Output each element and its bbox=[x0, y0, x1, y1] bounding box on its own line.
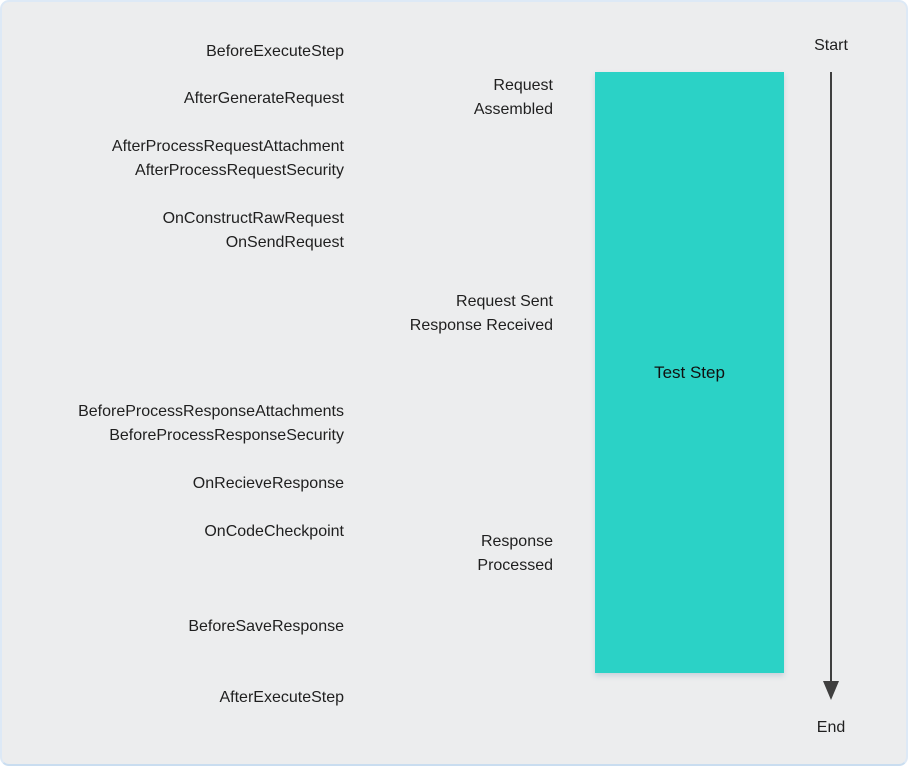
event-on-code-checkpoint: OnCodeCheckpoint bbox=[204, 523, 344, 540]
timeline-start-label: Start bbox=[814, 37, 848, 54]
timeline-arrow-line bbox=[830, 72, 832, 682]
event-after-process-request-pair: AfterProcessRequestAttachment AfterProce… bbox=[111, 138, 344, 179]
state-request-assembled: Request Assembled bbox=[473, 77, 553, 118]
event-on-recieve-response: OnRecieveResponse bbox=[192, 475, 344, 492]
arrow-down-icon bbox=[823, 681, 839, 700]
event-before-save-response: BeforeSaveResponse bbox=[188, 618, 344, 635]
state-request-sent-response-received: Request Sent Response Received bbox=[409, 293, 553, 334]
timeline-end-label: End bbox=[816, 719, 846, 736]
event-after-execute-step: AfterExecuteStep bbox=[219, 689, 344, 706]
event-before-execute-step: BeforeExecuteStep bbox=[206, 43, 344, 60]
event-after-generate-request: AfterGenerateRequest bbox=[183, 90, 344, 107]
event-before-process-response-pair: BeforeProcessResponseAttachments BeforeP… bbox=[78, 403, 344, 444]
state-response-processed: Response Processed bbox=[477, 533, 553, 574]
test-step-label: Test Step bbox=[654, 362, 725, 382]
event-construct-send-request-pair: OnConstructRawRequest OnSendRequest bbox=[162, 210, 344, 251]
test-step-box: Test Step bbox=[595, 72, 784, 673]
